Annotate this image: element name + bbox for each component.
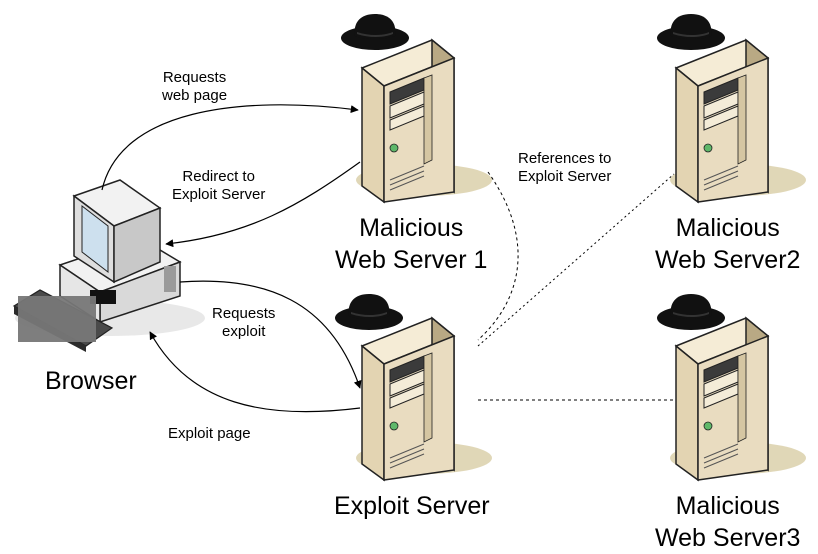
black-hat-icon-server-1 (341, 14, 409, 50)
arrow-exploit-page (149, 331, 361, 413)
arrow-requests-exploit (179, 280, 362, 389)
reference-line-server2 (477, 173, 675, 347)
malicious-server-3 (669, 317, 807, 481)
label-browser: Browser (45, 367, 137, 395)
arrow-requests-web-page (101, 104, 359, 191)
black-hat-icon-server-3 (657, 294, 725, 330)
malicious-server-2 (669, 39, 807, 203)
arrow-redirect-to-exploit (165, 161, 361, 248)
browser-computer-icon (12, 179, 205, 352)
label-exploit-page: Exploit page (168, 425, 251, 442)
black-hat-icon-exploit-server (335, 294, 403, 330)
label-exploit-server: Exploit Server (334, 492, 490, 520)
malicious-server-1 (355, 39, 493, 203)
exploit-server (355, 317, 493, 481)
black-hat-icon-server-2 (657, 14, 725, 50)
